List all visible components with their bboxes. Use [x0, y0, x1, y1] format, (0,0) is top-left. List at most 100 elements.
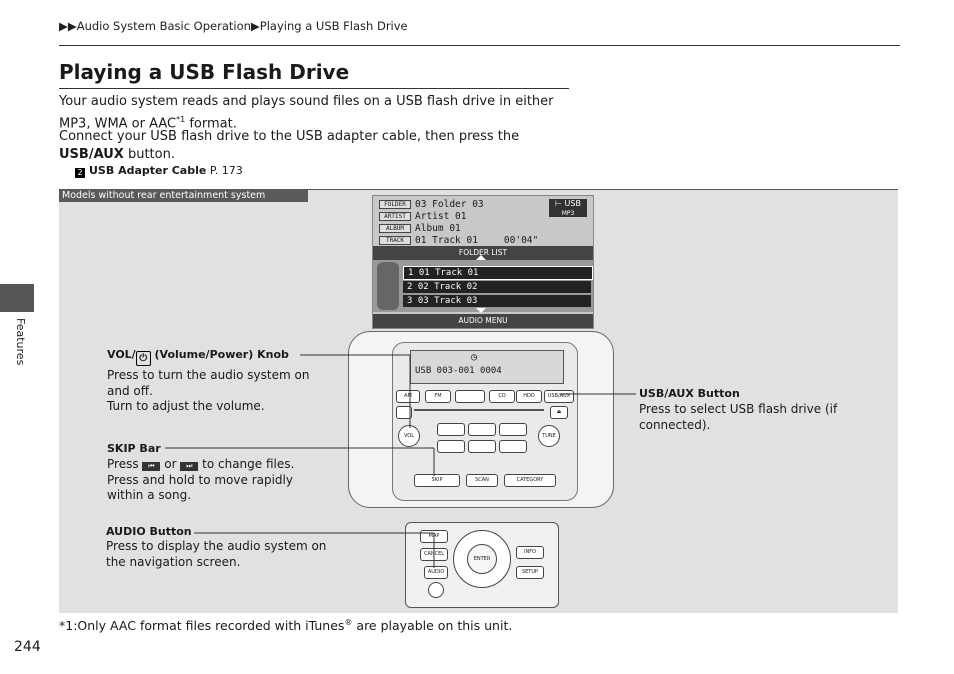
- track-label-1: 01 Track 01: [418, 268, 479, 278]
- intro-text: Your audio system reads and plays sound …: [59, 94, 554, 131]
- xm-button[interactable]: [455, 390, 485, 403]
- track-num-3: 3: [407, 296, 413, 306]
- page-number: 244: [14, 639, 41, 655]
- title-rule: [59, 88, 569, 89]
- screen-row-folder: FOLDER 03 Folder 03: [379, 199, 484, 210]
- section-tab[interactable]: [0, 284, 34, 312]
- preset-5-button[interactable]: [468, 440, 496, 453]
- connect-paragraph: Connect your USB flash drive to the USB …: [59, 128, 564, 163]
- usb-line-2: connected).: [639, 417, 711, 432]
- registered-mark: ®: [344, 618, 353, 627]
- track-label-2: 02 Track 02: [417, 282, 478, 292]
- vol-line-3: Turn to adjust the volume.: [107, 399, 265, 413]
- volume-knob[interactable]: VOL: [398, 425, 420, 447]
- intro-paragraph: Your audio system reads and plays sound …: [59, 93, 564, 132]
- footnote-ref[interactable]: *1: [176, 114, 186, 124]
- audio-callout: AUDIO Button Press to display the audio …: [106, 525, 331, 570]
- vol-line-1: Press to turn the audio system on: [107, 368, 310, 382]
- track-value: 01 Track 01: [415, 235, 478, 246]
- skip-line-2: Press and hold to move rapidly: [107, 472, 293, 487]
- track-item-3[interactable]: 3 03 Track 03: [403, 295, 591, 307]
- audio-display: ◷ USB 003-001 0004: [410, 350, 564, 384]
- usb-icon: ⊢: [555, 199, 562, 208]
- footnote-text-end: are playable on this unit.: [352, 618, 513, 634]
- eject-button[interactable]: ⏏: [550, 406, 568, 419]
- track-tag: TRACK: [379, 236, 411, 245]
- scroll-up-icon: [476, 255, 486, 260]
- connect-text-end: button.: [123, 146, 175, 162]
- track-item-1[interactable]: 1 01 Track 01: [403, 266, 593, 280]
- usb-aux-button[interactable]: USB/AUX: [544, 390, 574, 403]
- vol-line-2: and off.: [107, 383, 153, 398]
- track-num-1: 1: [408, 268, 414, 278]
- scan-button[interactable]: SCAN: [466, 474, 498, 487]
- track-item-2[interactable]: 2 02 Track 02: [403, 281, 591, 293]
- track-time: 00'04": [503, 235, 539, 246]
- album-tag: ALBUM: [379, 224, 411, 233]
- connect-text: Connect your USB flash drive to the USB …: [59, 129, 520, 144]
- track-label-3: 03 Track 03: [417, 296, 478, 306]
- vol-head-text-end: (Volume/Power) Knob: [150, 348, 289, 361]
- vol-callout-head: VOL/⏻ (Volume/Power) Knob: [107, 348, 317, 366]
- screen-row-track: TRACK 01 Track 01 00'04": [379, 235, 538, 246]
- enter-button[interactable]: ENTER: [467, 544, 497, 574]
- skip-line-3: within a song.: [107, 488, 192, 502]
- scroll-down-icon: [476, 308, 486, 313]
- artist-tag: ARTIST: [379, 212, 411, 221]
- xref-icon: 2: [75, 168, 85, 178]
- breadcrumb-link-audio-basic[interactable]: Audio System Basic Operation: [76, 19, 251, 33]
- usb-callout-head: USB/AUX Button: [639, 387, 740, 400]
- vol-head-text: VOL/: [107, 348, 136, 361]
- info-button[interactable]: INFO: [516, 546, 544, 559]
- eject-icon: ⏏: [556, 409, 562, 415]
- preset-4-button[interactable]: [437, 440, 465, 453]
- footnote-text: *1:Only AAC format files recorded with i…: [59, 618, 345, 634]
- usb-line-1: Press to select USB flash drive (if: [639, 402, 838, 416]
- cd-button[interactable]: CD: [489, 390, 515, 403]
- screen-row-album: ALBUM Album 01: [379, 223, 461, 234]
- audio-line-2: the navigation screen.: [106, 554, 241, 569]
- hdd-button[interactable]: HDD: [516, 390, 542, 403]
- skip-text-b: or: [160, 457, 181, 471]
- audio-display-text: USB 003-001 0004: [415, 366, 502, 376]
- skip-callout-head: SKIP Bar: [107, 442, 161, 455]
- preset-3-button[interactable]: [499, 423, 527, 436]
- audio-menu-label: AUDIO MENU: [458, 316, 508, 325]
- preset-1-button[interactable]: [437, 423, 465, 436]
- section-tab-label: Features: [14, 318, 27, 366]
- preset-2-button[interactable]: [468, 423, 496, 436]
- am-button[interactable]: AM: [396, 390, 420, 403]
- skip-back-icon: ⏮: [142, 462, 161, 471]
- disc-slot: [414, 409, 544, 411]
- breadcrumb-current: Playing a USB Flash Drive: [259, 19, 408, 33]
- clock-icon: ◷: [471, 352, 478, 363]
- preset-6-button[interactable]: [499, 440, 527, 453]
- usb-aux-bold: USB/AUX: [59, 146, 124, 162]
- track-num-2: 2: [407, 282, 413, 292]
- fm-button[interactable]: FM: [425, 390, 451, 403]
- source-label: USB: [564, 199, 581, 208]
- header-rule: [59, 45, 900, 46]
- audio-line-1: Press to display the audio system on: [106, 539, 327, 553]
- skip-bar[interactable]: SKIP: [414, 474, 460, 487]
- audio-button[interactable]: AUDIO: [424, 566, 448, 579]
- folder-value: 03 Folder 03: [415, 199, 484, 210]
- page-title: Playing a USB Flash Drive: [59, 60, 350, 84]
- setup-button[interactable]: SETUP: [516, 566, 544, 579]
- category-bar[interactable]: CATEGORY: [504, 474, 556, 487]
- tune-knob[interactable]: TUNE: [538, 425, 560, 447]
- skip-line-1: Press ⏮ or ⏭ to change files.: [107, 457, 317, 473]
- breadcrumb-arrows: ▶▶: [59, 19, 77, 33]
- album-value: Album 01: [415, 223, 461, 234]
- model-tag: Models without rear entertainment system: [59, 189, 308, 202]
- folder-list-bar[interactable]: FOLDER LIST: [373, 246, 593, 260]
- title-button[interactable]: [396, 406, 412, 419]
- xref-label: USB Adapter Cable: [89, 164, 207, 177]
- folder-tag: FOLDER: [379, 200, 411, 209]
- breadcrumb-separator: ▶: [250, 19, 260, 33]
- voice-talk-button[interactable]: [428, 582, 444, 598]
- audio-menu-bar[interactable]: AUDIO MENU: [373, 314, 593, 328]
- footnote: *1:Only AAC format files recorded with i…: [59, 618, 512, 633]
